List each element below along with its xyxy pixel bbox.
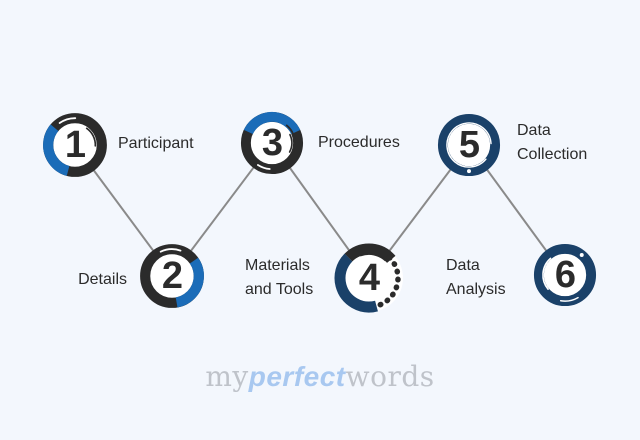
step-6-label: Data Analysis [446,257,506,298]
step-5-ring-icon [437,113,501,177]
step-5-number: 5 [458,123,480,166]
brand-logo-part-perfect: perfect [248,361,346,392]
step-6-number: 6 [554,253,576,296]
step-5-circle: 5 [433,109,505,181]
step-2-number: 2 [161,254,183,297]
step-1-circle: 1 [38,108,112,182]
step-3-number: 3 [261,121,283,164]
brand-logo: myperfectwords [205,360,434,393]
step-4-ring-icon [334,243,404,313]
step-3-ring-icon [240,111,304,175]
step-6-circle: 6 [529,239,601,311]
step-3-circle: 3 [236,107,308,179]
step-2-ring-icon [140,244,204,308]
brand-logo-part-words: words [345,360,435,393]
step-3-label: Procedures [318,134,400,151]
step-6-ring-icon [533,243,597,307]
step-4-label: Materials and Tools [245,257,314,298]
step-2-circle: 2 [135,239,209,313]
brand-logo-part-my: my [205,360,249,393]
step-2-label: Details [78,271,127,288]
step-1-label: Participant [118,135,194,152]
step-1-number: 1 [64,123,86,166]
step-4-number: 4 [358,256,380,299]
step-4-circle: 4 [329,238,409,318]
step-5-label: Data Collection [517,122,588,163]
step-1-ring-icon [43,113,107,177]
